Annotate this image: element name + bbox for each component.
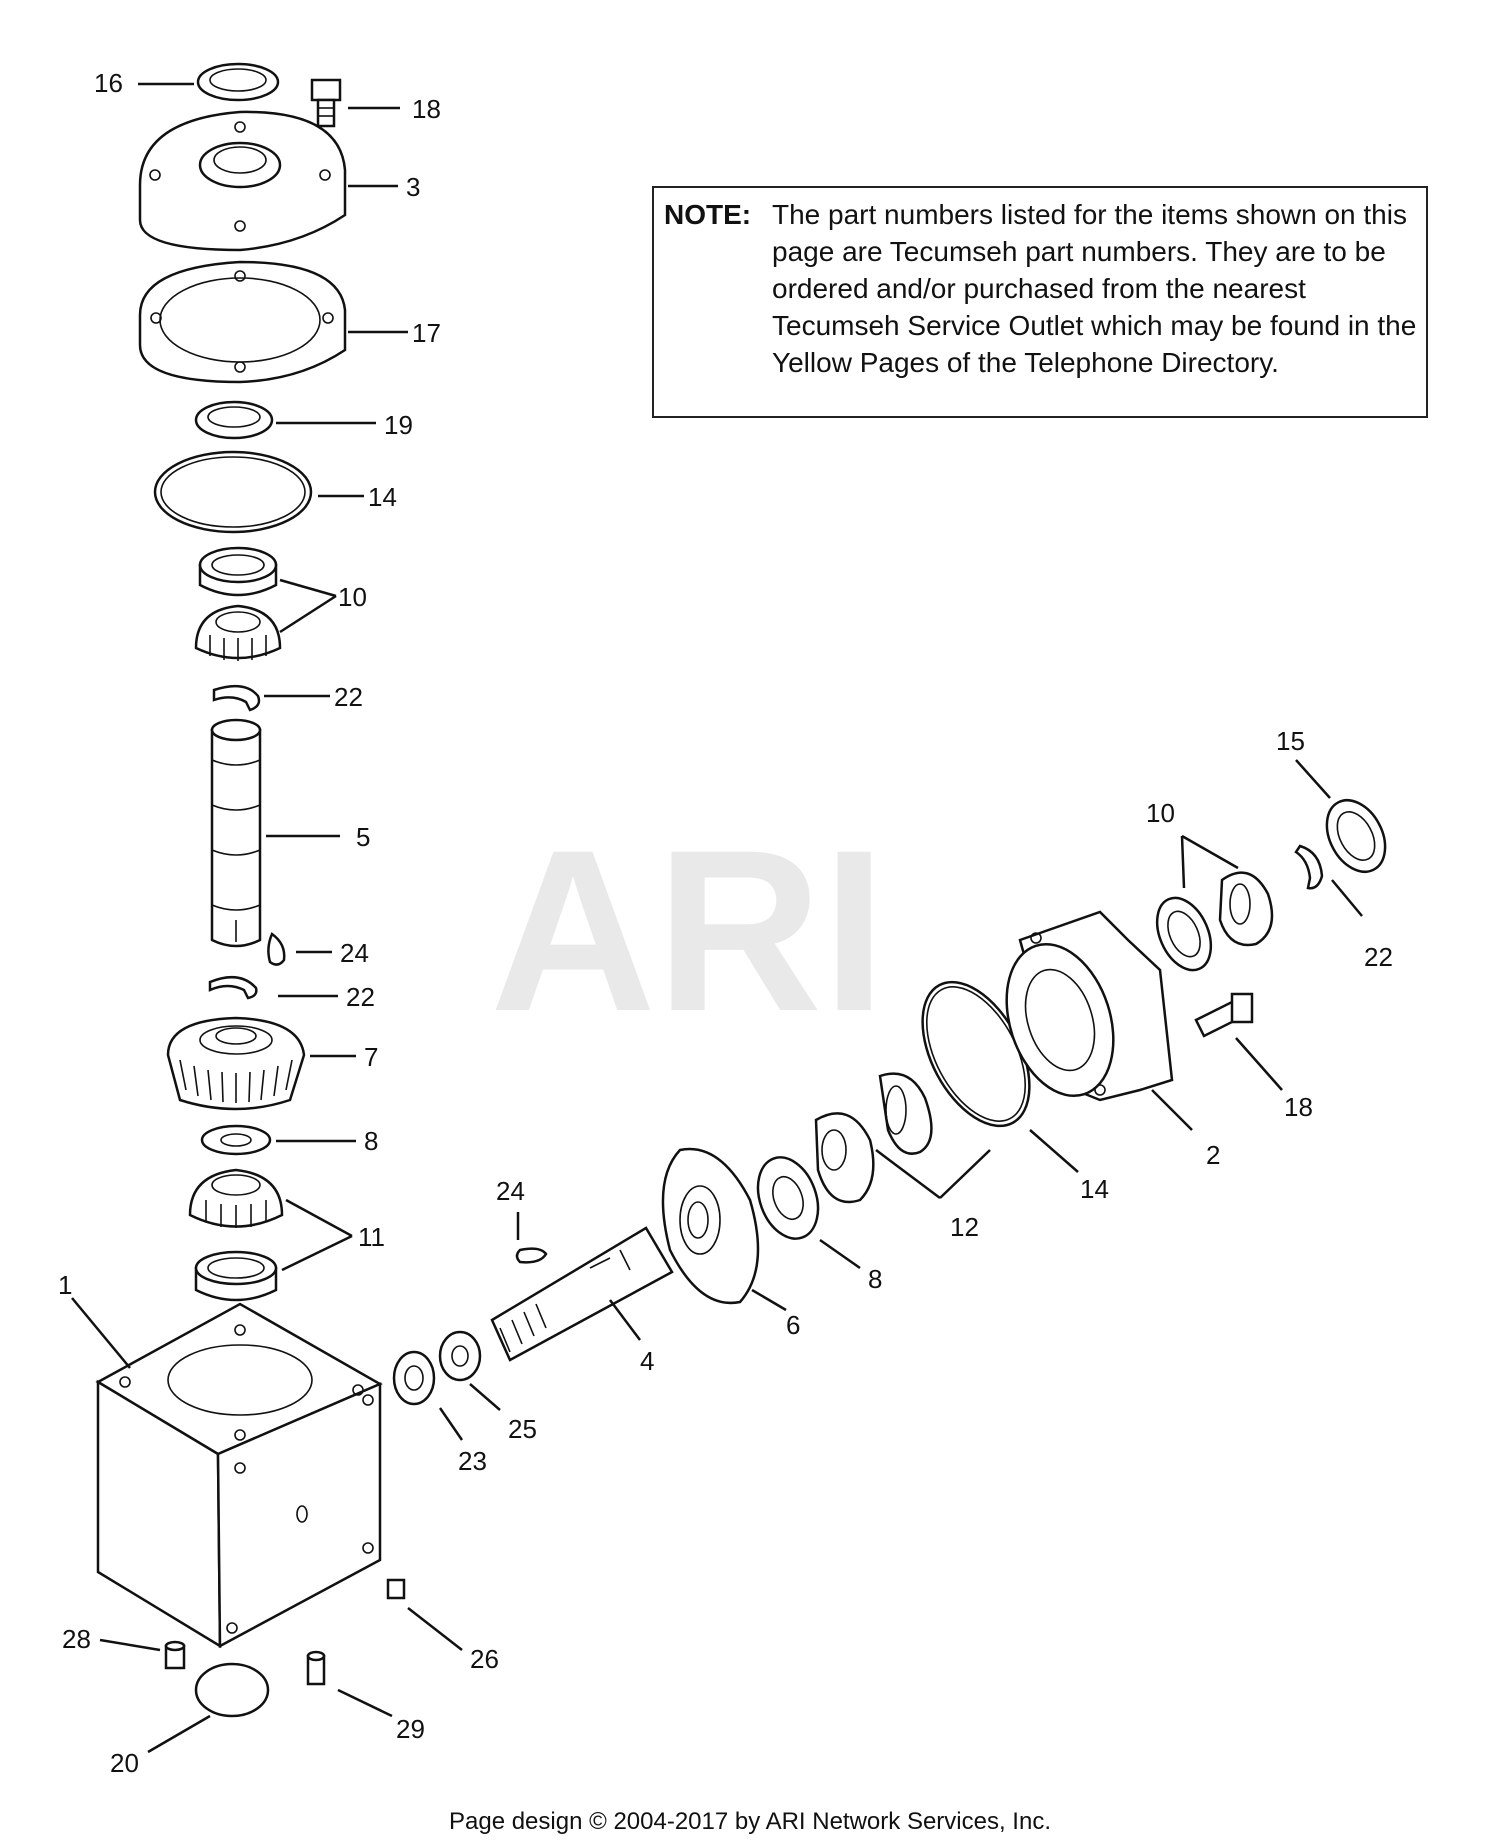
callout-numbers: 16 18 3 17 19 14 10 22 5 24 22 7 8 11 1 … (58, 68, 1393, 1778)
callout-16: 16 (94, 68, 123, 98)
part-26-plug (386, 1578, 406, 1600)
note-heading: NOTE: (664, 199, 752, 230)
part-24-key-top (267, 932, 286, 966)
page-footer: Page design © 2004-2017 by ARI Network S… (448, 1808, 1051, 1835)
ari-watermark: ARI (490, 802, 886, 1059)
part-17-gasket (138, 260, 347, 384)
part-22-snap-ring-top (212, 684, 261, 712)
callout-14: 14 (368, 482, 397, 512)
part-6-bevel-gear (661, 1147, 760, 1305)
callout-11: 11 (358, 1222, 385, 1252)
callout-22: 22 (334, 682, 363, 712)
part-14-o-ring-top (153, 450, 313, 534)
part-10-bearing-right (1155, 871, 1274, 972)
note-body: The part numbers listed for the items sh… (772, 199, 1417, 378)
callout-8: 8 (364, 1126, 378, 1156)
callout-29: 29 (396, 1714, 425, 1744)
callout-24: 24 (496, 1176, 525, 1206)
part-18-bolt-right (1194, 992, 1254, 1038)
part-23-nut (392, 1350, 436, 1406)
callout-5: 5 (356, 822, 370, 852)
part-4-shaft (490, 1226, 674, 1362)
part-8-washer-right (756, 1156, 820, 1240)
callout-18: 18 (1284, 1092, 1313, 1122)
callout-10: 10 (338, 582, 367, 612)
callout-25: 25 (508, 1414, 537, 1444)
callout-24: 24 (340, 938, 369, 968)
callout-28: 28 (62, 1624, 91, 1654)
callout-15: 15 (1276, 726, 1305, 756)
part-10-bearing-top (194, 546, 282, 661)
callout-4: 4 (640, 1346, 654, 1376)
part-15-seal (1325, 799, 1387, 873)
part-16-seal (196, 62, 280, 102)
callout-14: 14 (1080, 1174, 1109, 1204)
callout-19: 19 (384, 410, 413, 440)
callout-3: 3 (406, 172, 420, 202)
part-28-plug (164, 1640, 186, 1670)
part-18-bolt-top (310, 78, 342, 128)
callout-22: 22 (1364, 942, 1393, 972)
part-7-bevel-gear (166, 1016, 306, 1111)
callout-6: 6 (786, 1310, 800, 1340)
part-25-washer (438, 1330, 482, 1382)
part-22-snap-ring-mid (208, 975, 258, 1000)
part-11-bearing (188, 1168, 284, 1302)
part-29-fitting (306, 1650, 326, 1686)
note-box: NOTE: The part numbers listed for the it… (652, 186, 1428, 418)
part-20-cap (194, 1662, 270, 1718)
part-12-bearing (814, 1072, 933, 1204)
part-22-snap-ring-right (1294, 844, 1324, 890)
callout-22: 22 (346, 982, 375, 1012)
callout-23: 23 (458, 1446, 487, 1476)
callout-26: 26 (470, 1644, 499, 1674)
callout-17: 17 (412, 318, 441, 348)
leader-lines (71, 82, 1363, 1754)
callout-18: 18 (412, 94, 441, 124)
callout-8: 8 (868, 1264, 882, 1294)
callout-7: 7 (364, 1042, 378, 1072)
part-2-housing (1005, 910, 1174, 1102)
part-3-cover-plate (138, 110, 347, 252)
part-5-shaft (210, 718, 262, 948)
callout-1: 1 (58, 1270, 72, 1300)
callout-12: 12 (950, 1212, 979, 1242)
callout-2: 2 (1206, 1140, 1220, 1170)
callout-20: 20 (110, 1748, 139, 1778)
part-8-washer-top (200, 1124, 272, 1156)
part-1-gear-case (95, 1302, 383, 1649)
part-19-seal (194, 400, 274, 440)
callout-10: 10 (1146, 798, 1175, 828)
part-24-key-right (515, 1247, 548, 1264)
